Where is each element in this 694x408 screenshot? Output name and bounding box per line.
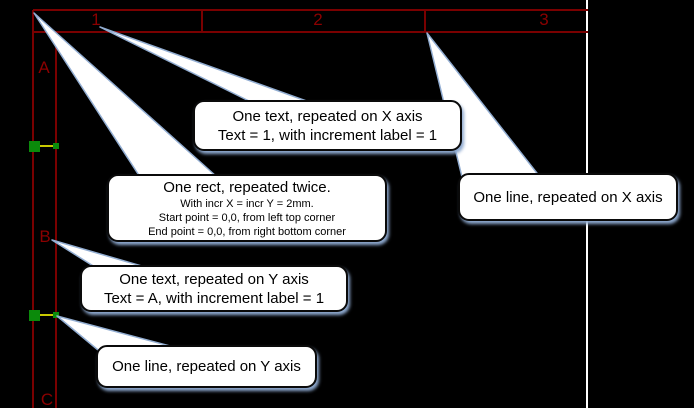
callout-rect-repeated: One rect, repeated twice. With incr X = …	[107, 174, 387, 242]
selection-handle-start-2[interactable]	[29, 310, 40, 321]
callout-line: One rect, repeated twice.	[163, 178, 331, 196]
callout-line: Text = A, with increment label = 1	[103, 289, 325, 307]
column-label-3[interactable]: 3	[539, 10, 548, 29]
row-label-a[interactable]: A	[38, 58, 50, 77]
callout-line-repeated-y: One line, repeated on Y axis	[96, 345, 317, 388]
callout-tail-text-x	[99, 26, 313, 104]
callout-line: Text = 1, with increment label = 1	[217, 126, 438, 144]
callout-line: With incr X = incr Y = 2mm.	[180, 197, 314, 210]
callout-line: Start point = 0,0, from left top corner	[158, 211, 336, 224]
callout-line: One text, repeated on Y axis	[119, 270, 309, 288]
row-label-b[interactable]: B	[39, 227, 50, 246]
callout-line: End point = 0,0, from right bottom corne…	[148, 225, 346, 238]
callout-text-repeated-y: One text, repeated on Y axis Text = A, w…	[80, 265, 348, 312]
callout-text-repeated-x: One text, repeated on X axis Text = 1, w…	[193, 100, 462, 151]
callout-line: One line, repeated on Y axis	[112, 358, 301, 375]
callout-line-repeated-x: One line, repeated on X axis	[458, 173, 678, 221]
selection-handle-end-1[interactable]	[53, 143, 59, 149]
row-label-c[interactable]: C	[41, 390, 53, 408]
column-label-2[interactable]: 2	[313, 10, 322, 29]
selection-handle-end-2[interactable]	[53, 312, 59, 318]
column-label-1[interactable]: 1	[91, 10, 100, 29]
callout-line: One line, repeated on X axis	[473, 188, 663, 206]
selection-handle-start-1[interactable]	[29, 141, 40, 152]
callout-line: One text, repeated on X axis	[232, 107, 423, 125]
